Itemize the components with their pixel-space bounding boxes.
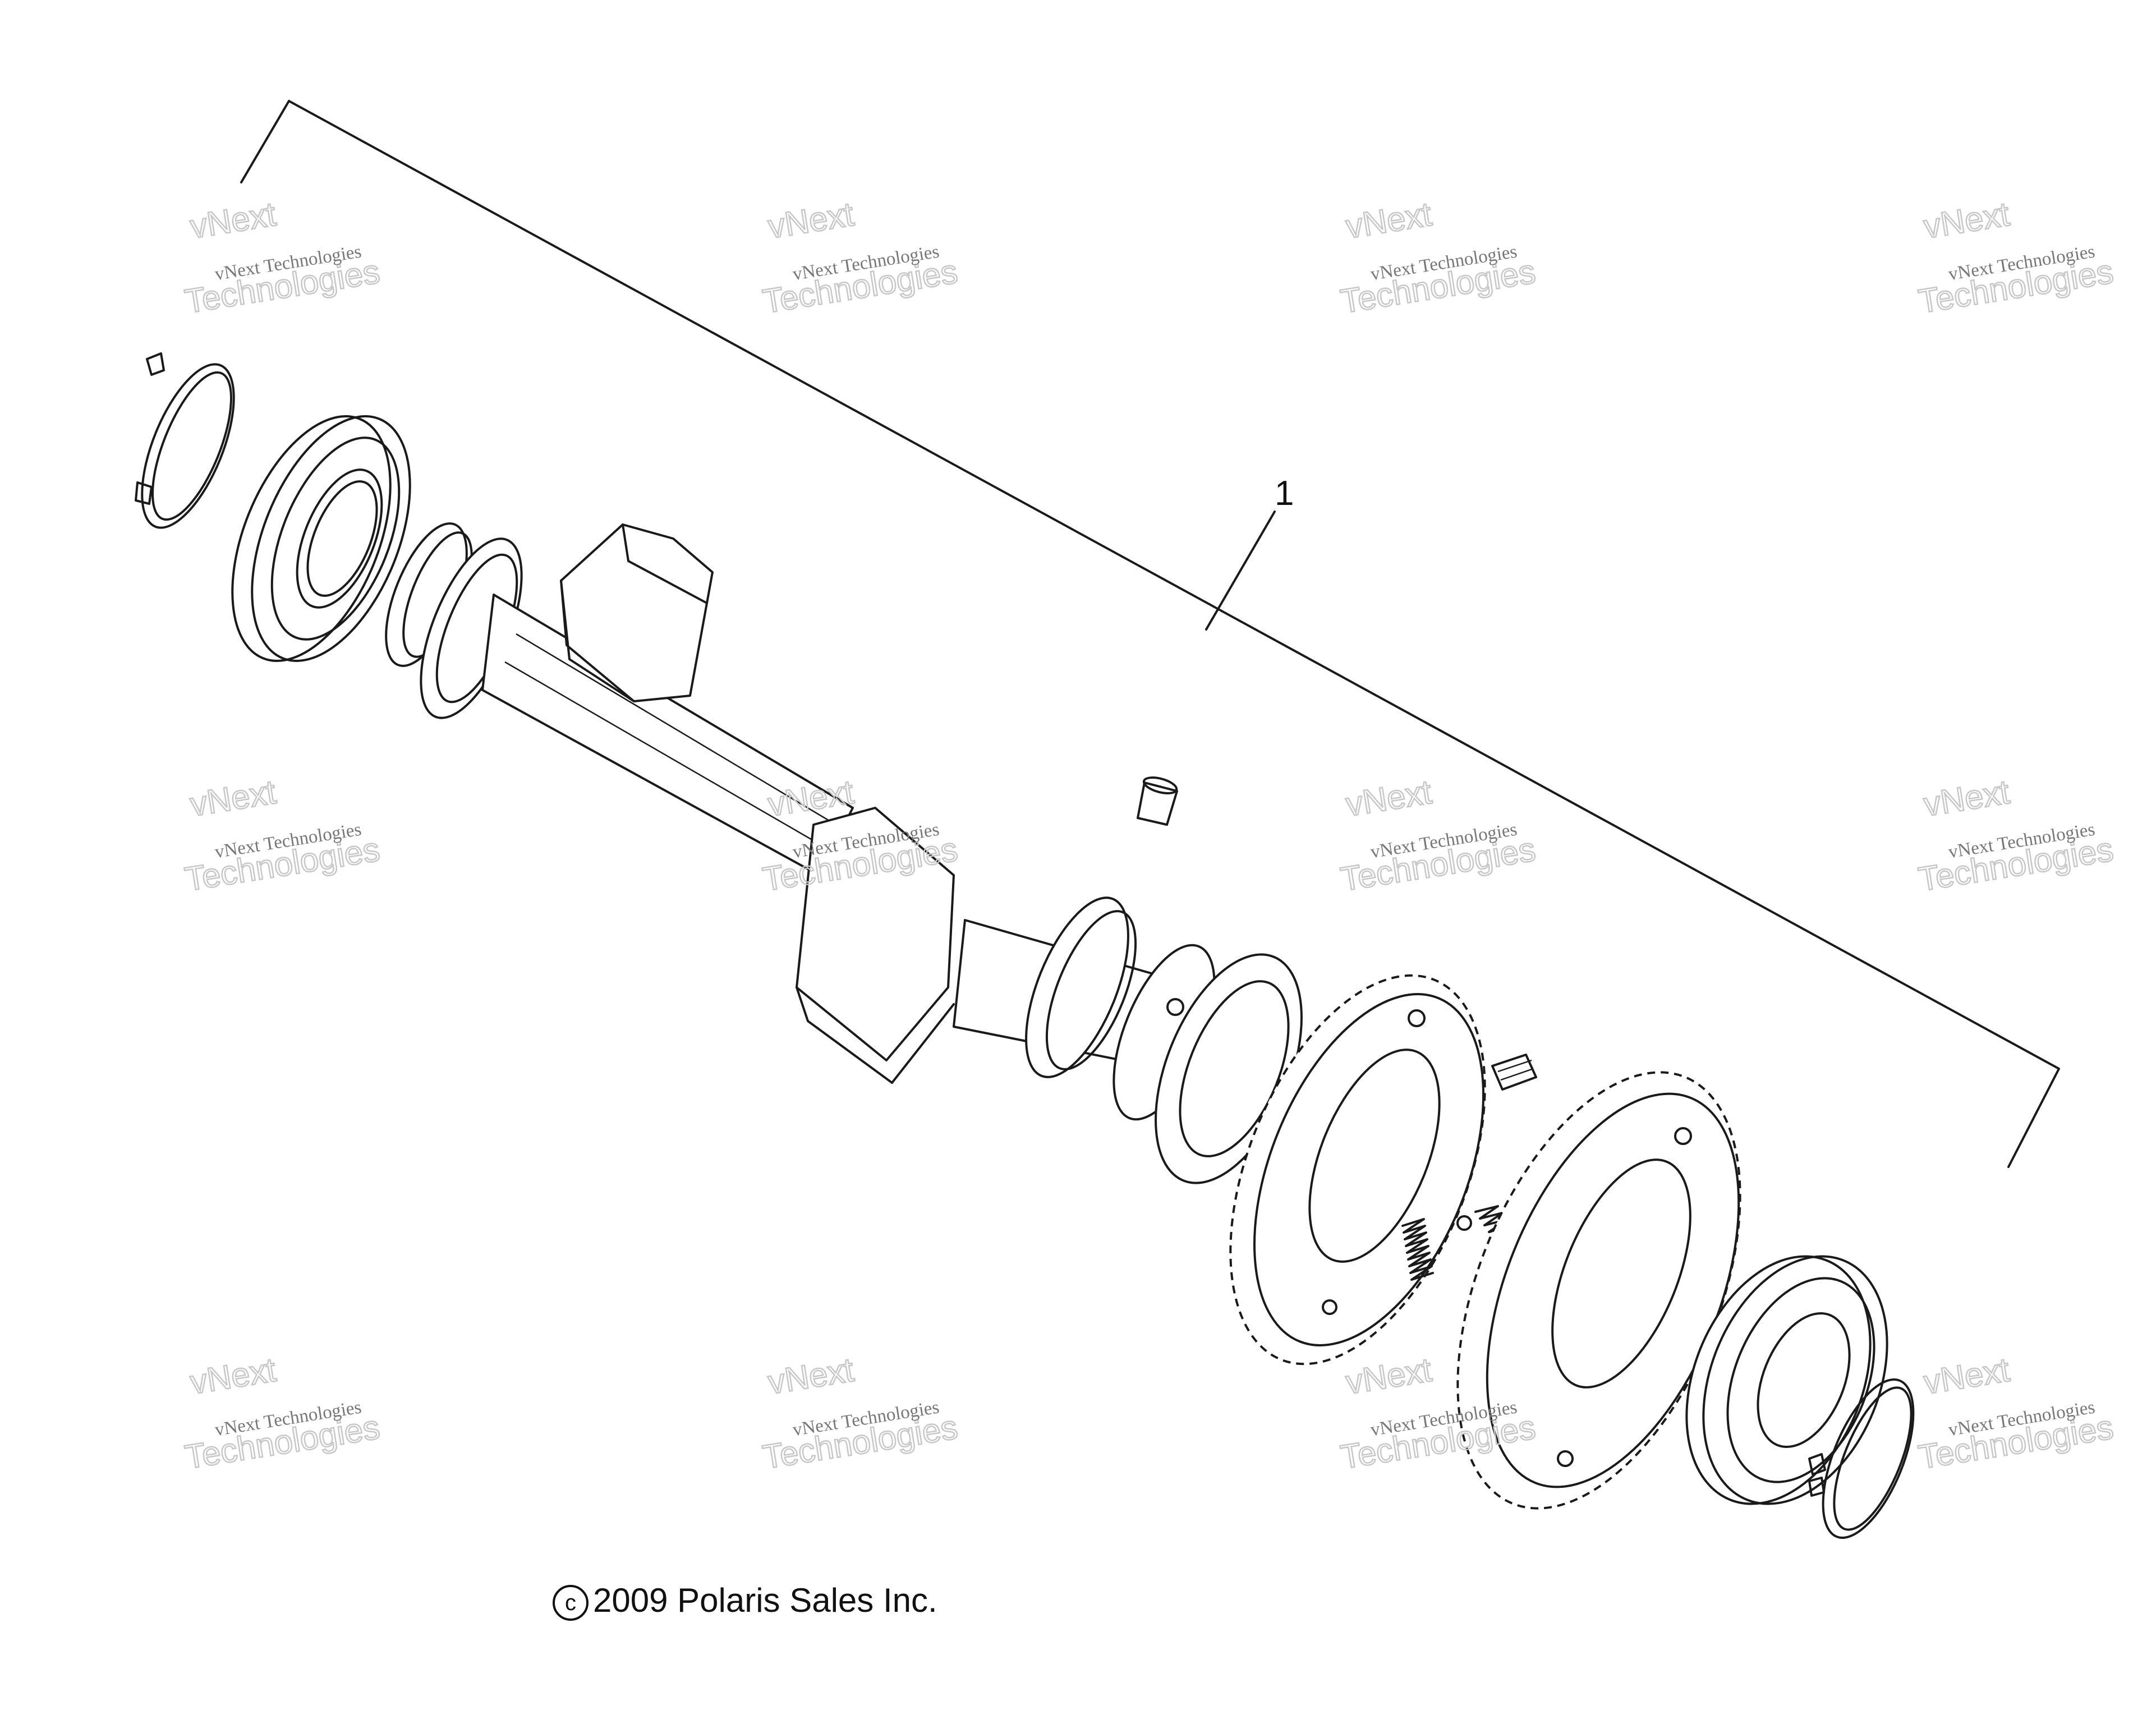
svg-text:vNext: vNext <box>1343 1351 1434 1401</box>
watermark: vNext Technologies vNext Technologies <box>760 194 961 321</box>
svg-text:vNext: vNext <box>1921 1351 2012 1401</box>
watermark: vNext Technologies vNext Technologies <box>1915 772 2117 899</box>
right-bearing[interactable] <box>1652 1229 1921 1532</box>
watermark: vNext Technologies vNext Technologies <box>182 772 383 899</box>
svg-text:vNext: vNext <box>187 773 278 824</box>
copyright-symbol-icon: c <box>553 1585 589 1621</box>
callout-number-1[interactable]: 1 <box>1275 474 1294 513</box>
watermark: vNext Technologies vNext Technologies <box>1915 194 2117 321</box>
spring-left[interactable] <box>1401 1218 1434 1281</box>
svg-text:vNext: vNext <box>765 1351 856 1401</box>
svg-text:vNext: vNext <box>1343 773 1434 824</box>
watermark: vNext Technologies vNext Technologies <box>1337 772 1539 899</box>
left-snap-ring[interactable] <box>123 352 252 540</box>
watermark-grid: vNext Technologies vNext Technologies vN… <box>182 194 2117 1477</box>
copyright-text: 2009 Polaris Sales Inc. <box>593 1582 937 1619</box>
dowel-pin[interactable] <box>1137 775 1178 826</box>
watermark: vNext Technologies vNext Technologies <box>760 1350 961 1477</box>
svg-text:vNext: vNext <box>1343 195 1434 246</box>
crankshaft[interactable] <box>369 513 1235 1133</box>
watermark: vNext Technologies vNext Technologies <box>1915 1350 2117 1477</box>
svg-text:vNext: vNext <box>1921 195 2012 246</box>
svg-text:vNext: vNext <box>1921 773 2012 824</box>
watermark: vNext Technologies vNext Technologies <box>1337 194 1539 321</box>
svg-text:vNext: vNext <box>187 1351 278 1401</box>
watermark: vNext Technologies vNext Technologies <box>182 1350 383 1477</box>
watermark: vNext Technologies vNext Technologies <box>182 194 383 321</box>
svg-text:vNext: vNext <box>765 195 856 246</box>
svg-text:vNext: vNext <box>187 195 278 246</box>
set-screw[interactable] <box>1491 1054 1537 1091</box>
right-snap-ring[interactable] <box>1804 1368 1932 1550</box>
assembly-bracket <box>240 100 2060 1168</box>
left-bearing[interactable] <box>201 394 442 683</box>
